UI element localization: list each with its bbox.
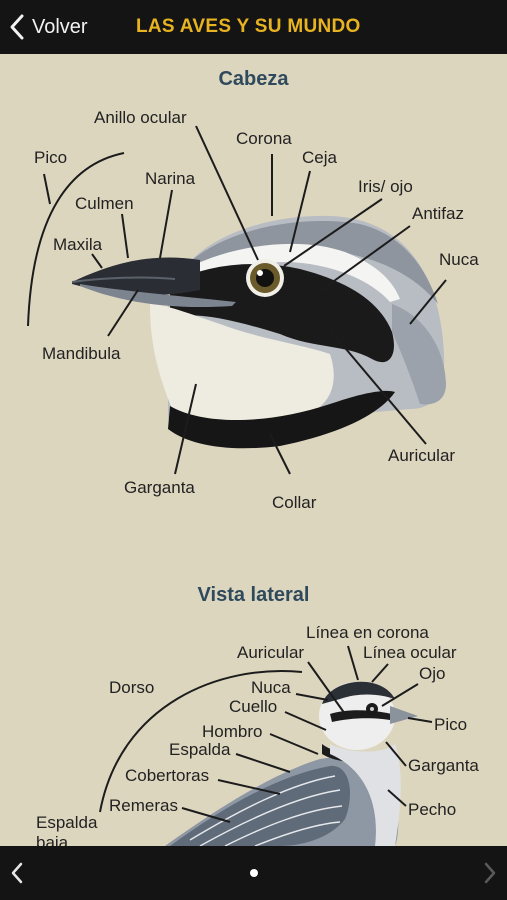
label-corona: Corona [236,129,292,148]
label-mandibula: Mandibula [42,344,121,363]
pager-bar [0,846,507,900]
content-area[interactable]: Cabeza Pico Anillo ocular Corona Ceja Na… [0,54,507,846]
bird-side-drawing [165,681,418,846]
label-anillo-ocular: Anillo ocular [94,108,187,127]
label-cuello: Cuello [229,697,278,716]
page-indicator-dot[interactable] [250,869,258,877]
back-button[interactable]: Volver [8,12,88,42]
label-narina: Narina [145,169,196,188]
label-espalda-baja: Espalda baja [36,813,98,846]
label-garganta-side: Garganta [408,756,479,775]
label-dorso: Dorso [109,678,155,697]
label-iris-ojo: Iris/ ojo [358,177,413,196]
label-pico-side: Pico [434,715,468,734]
label-auricular: Auricular [388,446,456,465]
label-linea-en-corona: Línea en corona [306,623,429,642]
label-nuca-side: Nuca [251,678,291,697]
label-cobertoras: Cobertoras [125,766,210,785]
chevron-right-icon[interactable] [481,861,499,885]
label-espalda: Espalda [169,740,231,759]
bird-anatomy-illustration [27,125,447,846]
label-garganta: Garganta [124,478,195,497]
label-auricular-side: Auricular [237,643,305,662]
side-leader-lines [99,645,433,823]
chevron-left-icon [10,14,24,40]
label-nuca: Nuca [439,250,479,269]
page-title: LAS AVES Y SU MUNDO [136,16,361,37]
head-leader-lines [27,125,447,475]
navigation-bar: Volver LAS AVES Y SU MUNDO [0,0,507,54]
label-ceja: Ceja [302,148,337,167]
section-title-head: Cabeza [218,68,289,90]
bird-head-drawing [71,215,446,449]
back-label: Volver [32,15,88,38]
label-pecho: Pecho [408,800,457,819]
label-ojo: Ojo [419,664,446,683]
chevron-left-icon[interactable] [8,861,26,885]
label-remeras: Remeras [109,796,178,815]
label-antifaz: Antifaz [412,204,464,223]
label-maxila: Maxila [53,235,103,254]
label-linea-ocular: Línea ocular [363,643,457,662]
section-title-side-view: Vista lateral [197,584,310,606]
label-pico: Pico [34,148,68,167]
label-collar: Collar [272,493,317,512]
label-culmen: Culmen [75,194,134,213]
label-hombro: Hombro [202,722,263,741]
